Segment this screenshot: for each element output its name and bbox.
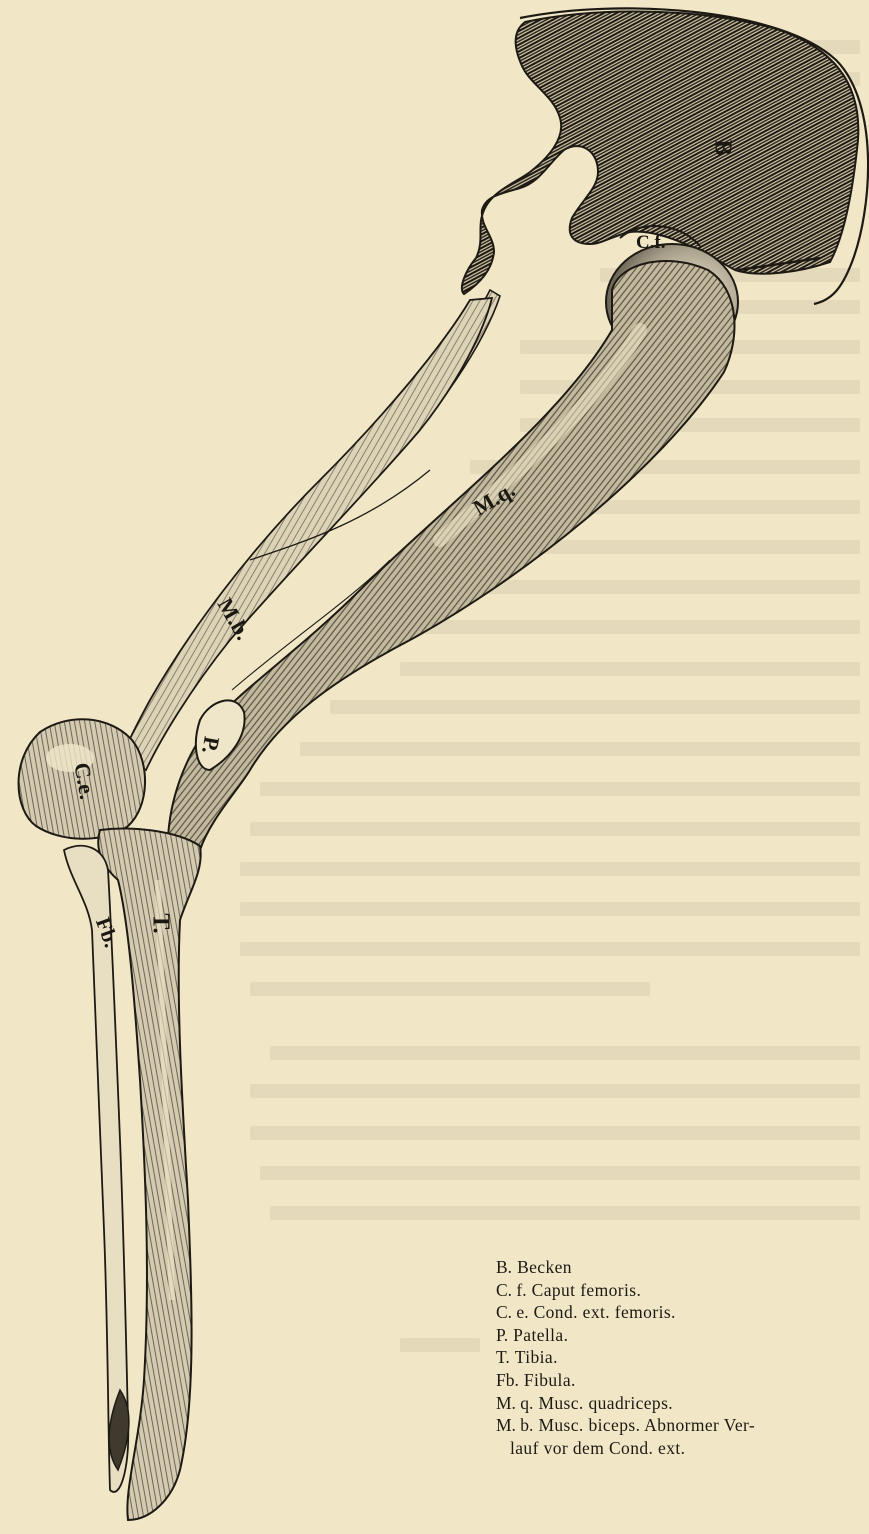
- legend-abbr: B.: [496, 1257, 512, 1277]
- legend-item: P.Patella.: [496, 1324, 866, 1347]
- legend-continuation: lauf vor dem Cond. ext.: [496, 1437, 866, 1460]
- legend-item: C. f.Caput femoris.: [496, 1279, 866, 1302]
- legend-abbr: M. b.: [496, 1415, 533, 1435]
- legend-item: C. e.Cond. ext. femoris.: [496, 1301, 866, 1324]
- legend-abbr: P.: [496, 1325, 508, 1345]
- legend-desc: Fibula.: [524, 1370, 576, 1390]
- legend-desc: Becken: [517, 1257, 572, 1277]
- legend-item: M. b.Musc. biceps. Abnormer Ver-: [496, 1414, 866, 1437]
- legend-item: M. q.Musc. quadriceps.: [496, 1392, 866, 1415]
- legend-desc: Caput femoris.: [532, 1280, 642, 1300]
- legend-desc: Patella.: [513, 1325, 568, 1345]
- legend-item: Fb.Fibula.: [496, 1369, 866, 1392]
- legend-abbr: C. e.: [496, 1302, 529, 1322]
- legend-desc: Tibia.: [515, 1347, 558, 1367]
- legend-desc: Musc. biceps. Abnormer Ver-: [538, 1415, 755, 1435]
- legend-abbr: C. f.: [496, 1280, 527, 1300]
- legend-abbr: M. q.: [496, 1393, 533, 1413]
- label-becken: B: [709, 139, 736, 155]
- figure-legend: B.Becken C. f.Caput femoris. C. e.Cond. …: [496, 1256, 866, 1459]
- legend-desc: Musc. quadriceps.: [538, 1393, 673, 1413]
- legend-desc: Cond. ext. femoris.: [534, 1302, 676, 1322]
- legend-item: T.Tibia.: [496, 1346, 866, 1369]
- label-tibia: T.: [147, 913, 174, 933]
- legend-item: B.Becken: [496, 1256, 866, 1279]
- legend-abbr: T.: [496, 1347, 510, 1367]
- legend-abbr: Fb.: [496, 1370, 519, 1390]
- label-caput-femoris: C.f.: [636, 232, 666, 254]
